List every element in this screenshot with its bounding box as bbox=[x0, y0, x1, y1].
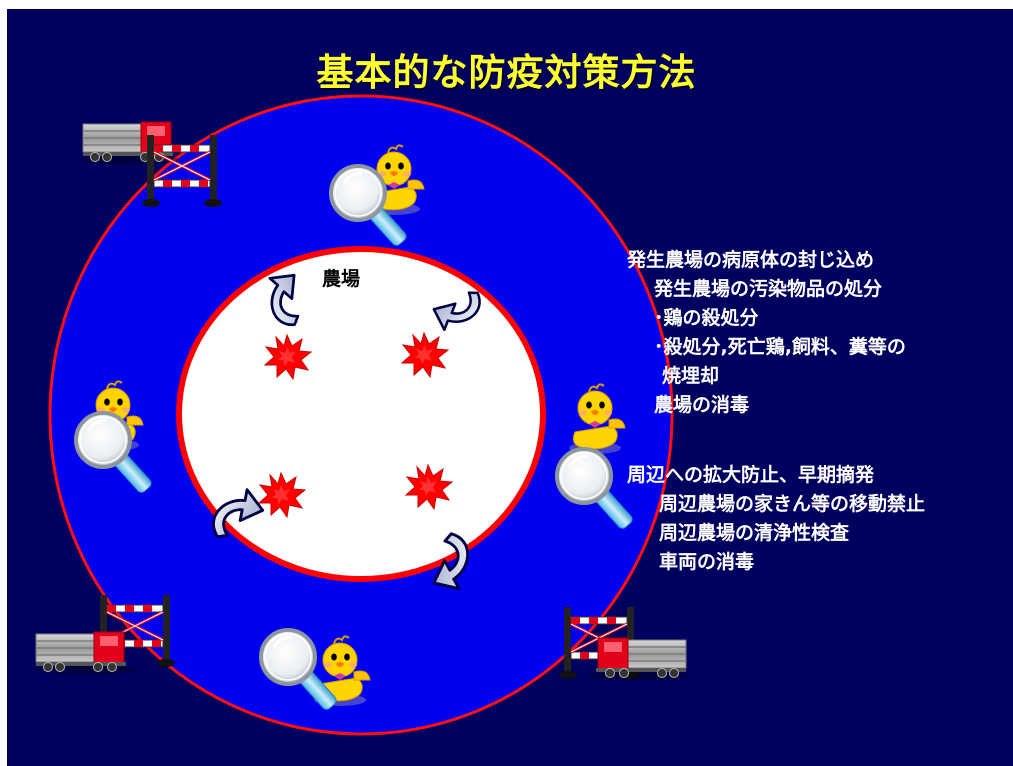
truck-icon bbox=[587, 637, 689, 681]
prevention-heading: 周辺への拡大防止、早期摘発 bbox=[627, 464, 875, 486]
prevention-item: 車両の消毒 bbox=[659, 551, 755, 573]
prevention-item: 周辺農場の家きん等の移動禁止 bbox=[659, 493, 926, 515]
containment-item: 発生農場の汚染物品の処分 bbox=[654, 278, 883, 300]
slide-title: 基本的な防疫対策方法 bbox=[316, 51, 697, 94]
prevention-notes: 周辺への拡大防止、早期摘発 周辺農場の家きん等の移動禁止 周辺農場の清浄性検査 … bbox=[627, 461, 925, 577]
containment-heading: 発生農場の病原体の封じ込め bbox=[627, 249, 875, 271]
containment-item: ･鶏の殺処分 bbox=[654, 307, 759, 329]
truck-icon bbox=[33, 631, 135, 675]
farm-label: 農場 bbox=[322, 268, 361, 290]
containment-item: 焼埋却 bbox=[662, 365, 720, 387]
containment-notes: 発生農場の病原体の封じ込め 発生農場の汚染物品の処分 ･鶏の殺処分 ･殺処分,死… bbox=[627, 246, 906, 420]
farm-circle bbox=[176, 246, 546, 582]
containment-item: ･殺処分,死亡鶏,飼料、糞等の bbox=[654, 336, 906, 358]
containment-item: 農場の消毒 bbox=[654, 394, 750, 416]
prevention-item: 周辺農場の清浄性検査 bbox=[659, 522, 850, 544]
